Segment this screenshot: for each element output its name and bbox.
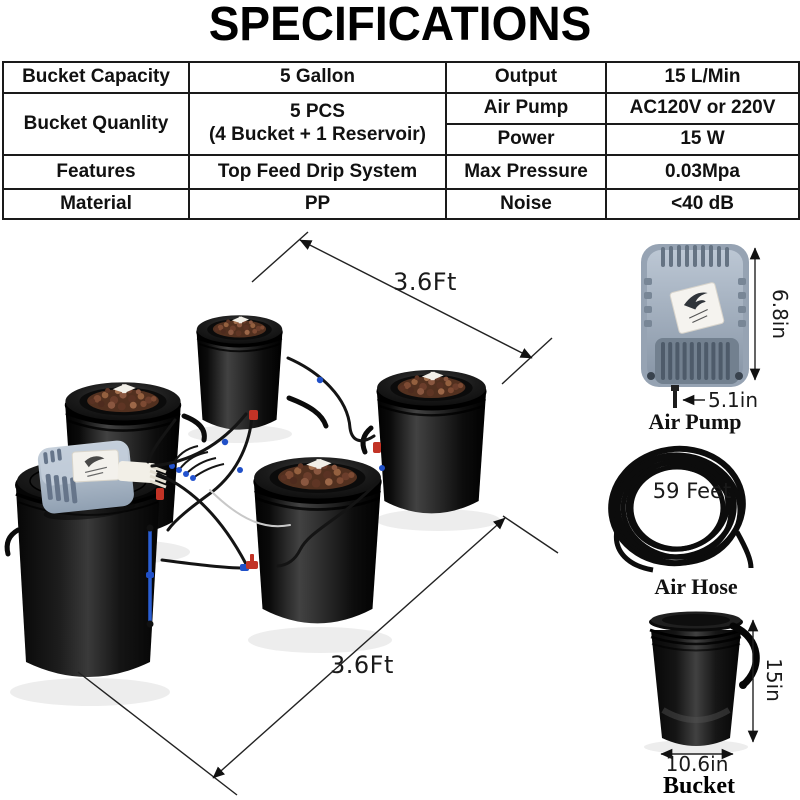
spec-label-air-pump: Air Pump [445,92,607,125]
brand-logo [683,292,708,310]
spec-label-max-pressure: Max Pressure [445,154,607,190]
pump-label [71,449,120,483]
pump-side-ribs [644,278,746,327]
spec-value-noise: <40 dB [605,188,800,220]
grow-bucket-right [374,368,489,516]
bucket-figure: 15in 10.6in Bucket [644,611,786,799]
side-panel: 6.8in 5.1in Air Pump 59 Feet Air Hose [608,244,792,799]
spec-value-output: 15 L/Min [605,61,800,94]
pump-vents [43,448,78,504]
spec-label-bucket-capacity: Bucket Capacity [2,61,190,94]
water-level-tube [146,524,154,628]
bucket-quantity-line1: 5 PCS [290,101,345,123]
red-drip-valve [246,554,258,569]
air-pump-caption: Air Pump [648,409,741,434]
bucket-height-label: 15in [762,658,786,702]
spec-value-bucket-quantity: 5 PCS (4 Bucket + 1 Reservoir) [188,92,447,156]
bucket-caption: Bucket [663,773,735,799]
air-hose-figure: 59 Feet Air Hose [608,445,754,599]
air-pump-on-reservoir [37,440,136,520]
grow-bucket-back [194,313,285,432]
spec-value-air-pump: AC120V or 220V [605,92,800,125]
pump-height-label: 6.8in [768,289,792,339]
spec-label-material: Material [2,188,190,220]
spec-value-power: 15 W [605,123,800,156]
bottom-width-label: 3.6Ft [330,651,394,679]
spec-label-output: Output [445,61,607,94]
pump-width-label: 5.1in [708,388,758,412]
grow-bucket-front [253,457,381,623]
air-hose-caption: Air Hose [654,574,738,599]
spec-table: Bucket Capacity 5 Gallon Output 15 L/Min… [2,61,800,220]
spec-value-max-pressure: 0.03Mpa [605,154,800,190]
spec-value-material: PP [188,188,447,220]
spec-value-features: Top Feed Drip System [188,154,447,190]
hose-length-label: 59 Feet [653,479,731,503]
bucket-width-label: 10.6in [666,752,729,776]
pump-brand-label [669,282,725,334]
spec-label-bucket-quantity: Bucket Quanlity [2,92,190,156]
top-width-label: 3.6Ft [393,268,457,296]
system-photo-illustration: 3.6Ft 3.6Ft [4,231,559,796]
spec-value-bucket-capacity: 5 Gallon [188,61,447,94]
pump-top-vents [661,245,729,267]
bucket-handles [4,395,374,557]
page-title: SPECIFICATIONS [208,0,592,51]
bucket-quantity-line2: (4 Bucket + 1 Reservoir) [208,124,426,145]
spec-label-power: Power [445,123,607,156]
air-pump-figure: 6.8in 5.1in Air Pump [641,244,792,434]
spec-label-features: Features [2,154,190,190]
spec-label-noise: Noise [445,188,607,220]
pump-bottom-vents [661,342,730,380]
dimension-top: 3.6Ft [251,231,553,385]
pump-logo [84,456,105,468]
dimension-bottom: 3.6Ft [77,515,559,796]
